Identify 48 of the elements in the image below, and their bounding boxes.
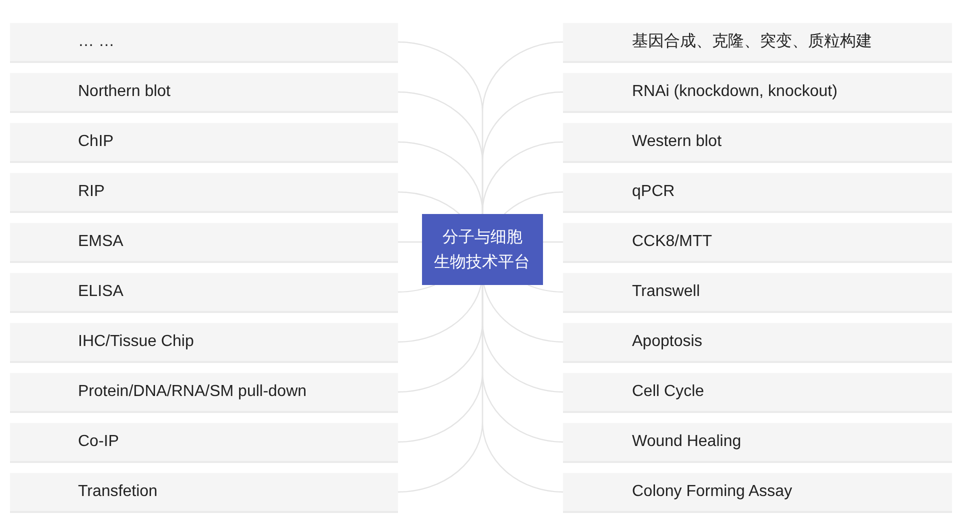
technique-box	[563, 273, 952, 313]
technique-label: 基因合成、克隆、突变、质粒构建	[632, 32, 872, 52]
technique-box	[10, 373, 398, 413]
technique-label: qPCR	[632, 182, 675, 202]
technique-box	[563, 23, 952, 63]
technique-label: ChIP	[78, 132, 114, 152]
technique-label: RNAi (knockdown, knockout)	[632, 82, 838, 102]
technique-box	[10, 123, 398, 163]
technique-box	[563, 323, 952, 363]
technique-box	[563, 223, 952, 263]
technique-box	[10, 23, 398, 63]
technique-label: Colony Forming Assay	[632, 482, 792, 502]
technique-label: Protein/DNA/RNA/SM pull-down	[78, 382, 307, 402]
technique-label: Transfetion	[78, 482, 158, 502]
technique-label: … …	[78, 32, 114, 52]
technique-label: Western blot	[632, 132, 722, 152]
technique-label: Cell Cycle	[632, 382, 704, 402]
connector-line	[398, 284, 482, 343]
connector-line	[398, 191, 460, 214]
technique-label: Apoptosis	[632, 332, 702, 352]
technique-label: CCK8/MTT	[632, 232, 712, 252]
technique-box	[10, 273, 398, 313]
technique-box	[10, 173, 398, 213]
technique-box	[10, 423, 398, 463]
connector-line	[504, 191, 564, 214]
technique-label: ELISA	[78, 282, 124, 302]
connector-line	[398, 284, 436, 293]
technique-label: RIP	[78, 182, 105, 202]
hub-title: 分子与细胞生物技术平台	[434, 228, 531, 272]
technique-label: EMSA	[78, 232, 124, 252]
technique-label: Northern blot	[78, 82, 170, 102]
technique-box	[563, 123, 952, 163]
technique-box	[563, 73, 952, 113]
technique-label: IHC/Tissue Chip	[78, 332, 194, 352]
technique-label: Wound Healing	[632, 432, 742, 452]
technique-box	[563, 423, 952, 463]
technique-box	[10, 473, 398, 513]
technique-box	[563, 173, 952, 213]
technique-label: Transwell	[632, 282, 700, 302]
technique-box	[10, 323, 398, 363]
technique-label: Co-IP	[78, 432, 119, 452]
connector-line	[483, 284, 564, 343]
connector-line	[528, 284, 564, 293]
hub-box	[422, 214, 543, 285]
technique-box	[10, 73, 398, 113]
technique-box	[10, 223, 398, 263]
technique-box	[563, 373, 952, 413]
technique-box	[563, 473, 952, 513]
